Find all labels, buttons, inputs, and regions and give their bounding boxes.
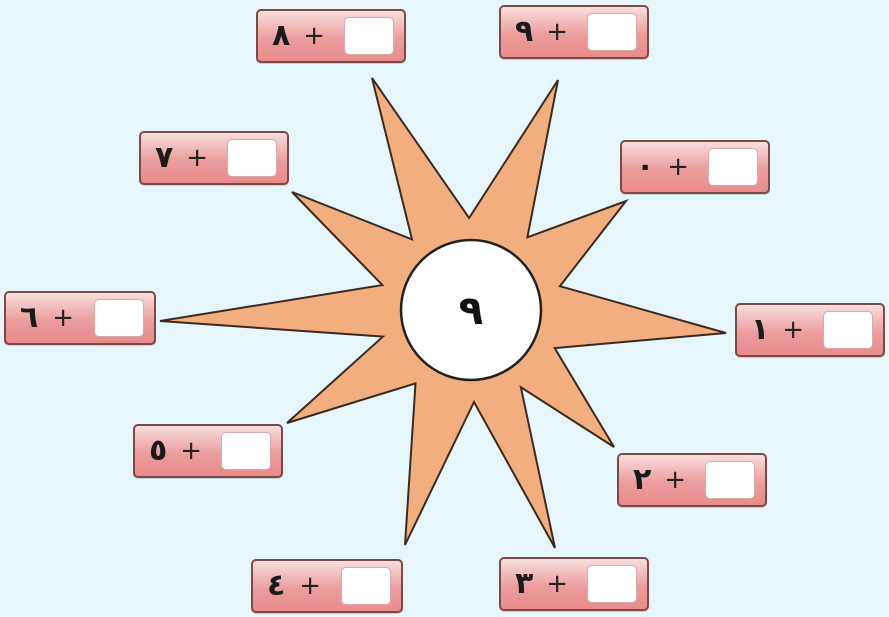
answer-input[interactable]: [587, 13, 637, 51]
addend-number: ٩: [515, 17, 533, 47]
addend-number: ٣: [515, 569, 533, 599]
answer-input[interactable]: [221, 432, 271, 470]
addend-number: ٢: [633, 465, 651, 495]
equation-box-5: ٥ +: [133, 424, 283, 478]
equation-box-8: ٨ +: [256, 9, 406, 63]
equation-box-4: ٤ +: [251, 559, 403, 613]
answer-input[interactable]: [705, 461, 755, 499]
plus-sign: +: [664, 467, 686, 493]
answer-input[interactable]: [94, 299, 144, 337]
plus-sign: +: [186, 145, 208, 171]
equation-box-0: ٠ +: [620, 140, 770, 194]
plus-sign: +: [299, 573, 321, 599]
plus-sign: +: [303, 23, 325, 49]
plus-sign: +: [546, 19, 568, 45]
answer-input[interactable]: [587, 565, 637, 603]
plus-sign: +: [52, 305, 74, 331]
addend-number: ٠: [636, 152, 654, 182]
equation-box-7: ٧ +: [139, 131, 289, 185]
addend-number: ٥: [149, 436, 167, 466]
equation-box-3: ٣ +: [499, 557, 649, 611]
addend-number: ٧: [155, 143, 173, 173]
addend-number: ٦: [20, 303, 38, 333]
equation-box-6: ٦ +: [4, 291, 156, 345]
equation-box-1: ١ +: [735, 303, 885, 357]
equation-box-9: ٩ +: [499, 5, 649, 59]
addend-number: ٨: [272, 21, 290, 51]
answer-input[interactable]: [341, 567, 391, 605]
plus-sign: +: [782, 317, 804, 343]
answer-input[interactable]: [708, 148, 758, 186]
plus-sign: +: [667, 154, 689, 180]
answer-input[interactable]: [344, 17, 394, 55]
center-number: ٩: [459, 288, 483, 334]
plus-sign: +: [546, 571, 568, 597]
addend-number: ١: [751, 315, 769, 345]
answer-input[interactable]: [823, 311, 873, 349]
answer-input[interactable]: [227, 139, 277, 177]
equation-box-2: ٢ +: [617, 453, 767, 507]
plus-sign: +: [180, 438, 202, 464]
addend-number: ٤: [267, 571, 285, 601]
